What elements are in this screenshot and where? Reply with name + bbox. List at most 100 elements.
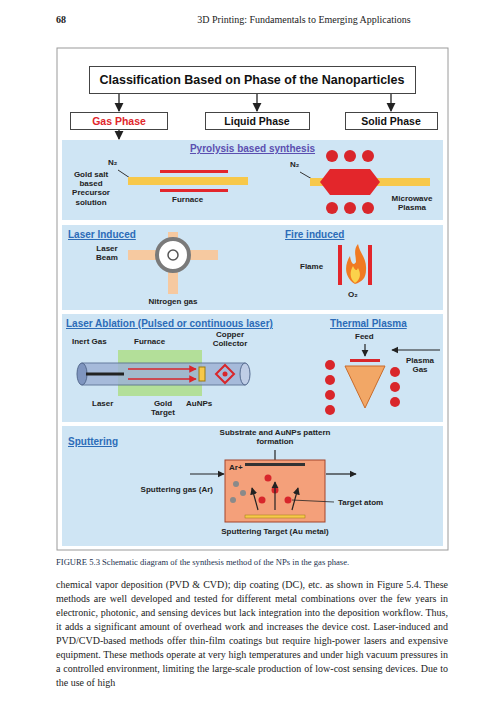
target-atom [285, 497, 292, 504]
sputter-chamber [225, 460, 325, 522]
ejection-arrow [292, 488, 298, 510]
figure-caption: FIGURE 5.3 Schematic diagram of the synt… [56, 557, 448, 567]
figure-frame [57, 48, 448, 550]
furnace-wall [160, 189, 228, 192]
box-label: Liquid Phase [214, 115, 301, 127]
part-label: O₂ [348, 290, 358, 299]
argon-ion [233, 481, 239, 487]
quartz-tube [82, 363, 245, 385]
connector-arrow [118, 130, 119, 139]
part-label: Inert Gas [72, 337, 107, 346]
part-label: Laser Beam [88, 244, 126, 262]
part-label: Target atom [338, 498, 383, 507]
part-label: N₂ [290, 160, 299, 169]
category-box: Classification Based on Phase of the Nan… [89, 66, 416, 94]
flow-arrow [128, 378, 196, 380]
part-label: Gold Target [146, 399, 180, 417]
plasma-dot [362, 202, 374, 214]
panel-ground [62, 225, 443, 310]
part-label: Laser [92, 399, 113, 408]
tube-end [240, 363, 250, 385]
plasma-dot [344, 202, 356, 214]
tube [128, 177, 248, 185]
box-label: Solid Phase [354, 115, 429, 127]
furnace-wall [160, 170, 228, 173]
box-label: Gas Phase [79, 115, 159, 127]
plasma-torch [345, 366, 385, 408]
burner-wall [368, 245, 372, 285]
coil-dot [325, 390, 335, 400]
coil-dot [390, 367, 400, 377]
part-label: Substrate and AuNPs pattern formation [215, 428, 335, 446]
panel-heading: Pyrolysis based synthesis [62, 143, 443, 154]
panel-heading: Thermal Plasma [330, 318, 407, 329]
part-label: Furnace [172, 195, 203, 204]
coil-dot [325, 360, 335, 370]
plasma-dot [326, 202, 338, 214]
sputter-target [245, 515, 305, 518]
part-label: N₂ [108, 158, 117, 167]
substrate [245, 463, 305, 466]
panel-heading: Sputtering [68, 436, 118, 447]
laser-beam [128, 250, 218, 260]
ejection-arrow [252, 488, 258, 510]
plasma-dot [344, 150, 356, 162]
target-atom [265, 475, 272, 482]
plasma-dot [326, 150, 338, 162]
gold-target [199, 367, 205, 381]
flame [346, 244, 366, 284]
gas-inlet-arrow [190, 473, 224, 474]
part-label: AuNPs [186, 399, 212, 408]
coil-dot [390, 397, 400, 407]
box-label: Classification Based on Phase of the Nan… [98, 73, 407, 87]
ejection-arrow [274, 482, 275, 510]
reaction-spot [168, 250, 178, 260]
category-box: Solid Phase [345, 112, 438, 130]
flame-core [351, 266, 360, 283]
category-box: Liquid Phase [205, 112, 310, 130]
part-label: Furnace [134, 337, 165, 346]
coil-dot [390, 382, 400, 392]
panel-ground [62, 426, 443, 546]
tube-end [77, 363, 87, 385]
argon-ion [230, 497, 236, 503]
connector-arrow [118, 94, 119, 111]
category-box: Gas Phase [70, 112, 168, 130]
coil-dot [325, 375, 335, 385]
part-label: Microwave Plasma [386, 194, 438, 212]
gas-outlet-arrow [326, 473, 356, 474]
part-label: Plasma Gas [402, 356, 438, 374]
burner-wall [338, 245, 342, 285]
gas-inlet [300, 172, 312, 179]
body-text: chemical vapor deposition (PVD & CVD); d… [56, 578, 448, 690]
part-label: Sputtering Target (Au metal) [180, 527, 370, 536]
connector-arrow [256, 94, 257, 111]
part-label: Flame [300, 262, 323, 271]
panel-heading: Laser Induced [68, 229, 136, 240]
connector-arrow [390, 94, 391, 111]
feed-line [350, 359, 380, 362]
part-label: Copper Collector [206, 330, 254, 348]
gas-flow [86, 373, 124, 376]
target-atom [259, 497, 266, 504]
part-label: Gold salt based Precursor solution [62, 170, 120, 207]
part-label: Ar+ [229, 463, 243, 472]
part-label: Feed [355, 332, 374, 341]
gas-inlet [118, 170, 130, 178]
reaction-cell [157, 239, 189, 271]
running-header: 3D Printing: Fundamentals to Emerging Ap… [160, 14, 448, 26]
plasma-zone [320, 169, 380, 195]
aunp [223, 372, 228, 377]
method-panel: Laser Ablation (Pulsed or continuous las… [62, 314, 443, 422]
running-header: 68 [56, 14, 66, 26]
panel-heading: Laser Ablation (Pulsed or continuous las… [66, 318, 273, 329]
feed-arrow [364, 344, 365, 356]
method-panel: Laser Induced Fire induced [62, 225, 443, 310]
coil-dot [325, 405, 335, 415]
panel-ground [62, 314, 443, 422]
copper-collector [216, 365, 234, 383]
panel-heading: Fire induced [285, 229, 344, 240]
method-panel: Pyrolysis based synthesis [62, 140, 443, 220]
panel-ground [62, 140, 443, 220]
